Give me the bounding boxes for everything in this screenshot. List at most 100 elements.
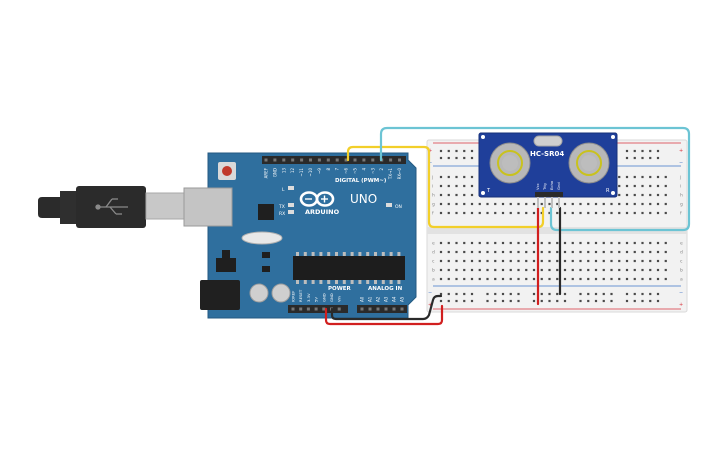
breadboard-hole[interactable] xyxy=(579,211,582,215)
breadboard-hole[interactable] xyxy=(455,184,458,188)
breadboard-hole[interactable] xyxy=(656,175,660,179)
breadboard-hole[interactable] xyxy=(556,292,559,296)
breadboard-hole[interactable] xyxy=(470,175,474,179)
breadboard-hole[interactable] xyxy=(463,202,466,206)
breadboard-hole[interactable] xyxy=(656,277,660,281)
breadboard-hole[interactable] xyxy=(579,292,582,296)
breadboard-hole[interactable] xyxy=(470,149,474,153)
breadboard-hole[interactable] xyxy=(618,268,621,272)
breadboard-hole[interactable] xyxy=(556,259,559,263)
breadboard-hole[interactable] xyxy=(455,268,458,272)
breadboard-hole[interactable] xyxy=(633,184,636,188)
breadboard-hole[interactable] xyxy=(587,299,590,303)
breadboard-hole[interactable] xyxy=(501,292,505,296)
breadboard-hole[interactable] xyxy=(447,299,450,303)
breadboard-hole[interactable] xyxy=(540,277,543,281)
breadboard-hole[interactable] xyxy=(455,149,458,153)
breadboard-hole[interactable] xyxy=(532,277,536,281)
breadboard-hole[interactable] xyxy=(517,259,520,263)
wire-cyan-echo[interactable] xyxy=(379,126,691,232)
breadboard-hole[interactable] xyxy=(633,250,636,254)
breadboard-hole[interactable] xyxy=(525,202,528,206)
digital-pin-hole[interactable] xyxy=(344,158,348,162)
breadboard-hole[interactable] xyxy=(649,250,652,254)
breadboard-hole[interactable] xyxy=(556,277,559,281)
breadboard-hole[interactable] xyxy=(509,277,512,281)
breadboard-hole[interactable] xyxy=(649,292,652,296)
breadboard-hole[interactable] xyxy=(556,211,559,215)
breadboard-hole[interactable] xyxy=(470,193,474,197)
breadboard-hole[interactable] xyxy=(478,241,481,245)
breadboard-hole[interactable] xyxy=(563,268,567,272)
breadboard-hole[interactable] xyxy=(633,277,636,281)
breadboard-hole[interactable] xyxy=(470,202,474,206)
breadboard-hole[interactable] xyxy=(517,292,520,296)
breadboard-hole[interactable] xyxy=(618,250,621,254)
breadboard-hole[interactable] xyxy=(633,241,636,245)
breadboard-hole[interactable] xyxy=(439,277,443,281)
breadboard-hole[interactable] xyxy=(618,211,621,215)
digital-pin-hole[interactable] xyxy=(326,158,330,162)
breadboard-hole[interactable] xyxy=(618,184,621,188)
breadboard-hole[interactable] xyxy=(517,277,520,281)
breadboard-hole[interactable] xyxy=(656,292,660,296)
breadboard-hole[interactable] xyxy=(540,250,543,254)
breadboard-hole[interactable] xyxy=(602,268,605,272)
breadboard-hole[interactable] xyxy=(625,299,629,303)
breadboard-hole[interactable] xyxy=(656,149,660,153)
breadboard-hole[interactable] xyxy=(610,211,613,215)
breadboard-hole[interactable] xyxy=(641,299,644,303)
power-pin-hole[interactable] xyxy=(306,307,310,311)
breadboard-hole[interactable] xyxy=(548,268,551,272)
digital-pin-hole[interactable] xyxy=(291,158,295,162)
breadboard-hole[interactable] xyxy=(470,156,474,160)
breadboard-hole[interactable] xyxy=(587,250,590,254)
breadboard-hole[interactable] xyxy=(439,175,443,179)
breadboard-hole[interactable] xyxy=(656,268,660,272)
breadboard-hole[interactable] xyxy=(486,277,489,281)
breadboard-hole[interactable] xyxy=(625,193,629,197)
breadboard-hole[interactable] xyxy=(641,268,644,272)
breadboard-hole[interactable] xyxy=(594,268,598,272)
breadboard-hole[interactable] xyxy=(649,156,652,160)
breadboard-hole[interactable] xyxy=(625,156,629,160)
breadboard-hole[interactable] xyxy=(532,292,536,296)
breadboard-hole[interactable] xyxy=(478,277,481,281)
breadboard-hole[interactable] xyxy=(501,268,505,272)
breadboard-hole[interactable] xyxy=(501,277,505,281)
breadboard-hole[interactable] xyxy=(470,184,474,188)
breadboard-hole[interactable] xyxy=(618,259,621,263)
breadboard-hole[interactable] xyxy=(463,193,466,197)
breadboard-hole[interactable] xyxy=(525,250,528,254)
breadboard-hole[interactable] xyxy=(439,292,443,296)
breadboard-hole[interactable] xyxy=(602,211,605,215)
breadboard-hole[interactable] xyxy=(579,250,582,254)
breadboard-hole[interactable] xyxy=(478,250,481,254)
breadboard-hole[interactable] xyxy=(509,241,512,245)
breadboard-hole[interactable] xyxy=(447,202,450,206)
breadboard-hole[interactable] xyxy=(447,184,450,188)
breadboard-hole[interactable] xyxy=(649,211,652,215)
breadboard-hole[interactable] xyxy=(610,259,613,263)
breadboard-hole[interactable] xyxy=(439,184,443,188)
breadboard-hole[interactable] xyxy=(664,250,667,254)
breadboard-hole[interactable] xyxy=(501,211,505,215)
breadboard-hole[interactable] xyxy=(641,184,644,188)
breadboard-hole[interactable] xyxy=(594,277,598,281)
breadboard-hole[interactable] xyxy=(587,268,590,272)
breadboard-hole[interactable] xyxy=(494,292,497,296)
breadboard-hole[interactable] xyxy=(587,259,590,263)
analog-pin-hole[interactable] xyxy=(368,307,372,311)
breadboard-hole[interactable] xyxy=(439,299,443,303)
breadboard-hole[interactable] xyxy=(656,184,660,188)
digital-pin-hole[interactable] xyxy=(362,158,366,162)
breadboard-hole[interactable] xyxy=(649,259,652,263)
breadboard-hole[interactable] xyxy=(486,259,489,263)
breadboard-hole[interactable] xyxy=(656,211,660,215)
breadboard-hole[interactable] xyxy=(486,202,489,206)
breadboard-hole[interactable] xyxy=(439,193,443,197)
breadboard-hole[interactable] xyxy=(602,202,605,206)
breadboard-hole[interactable] xyxy=(618,277,621,281)
breadboard-hole[interactable] xyxy=(641,250,644,254)
breadboard-hole[interactable] xyxy=(656,156,660,160)
